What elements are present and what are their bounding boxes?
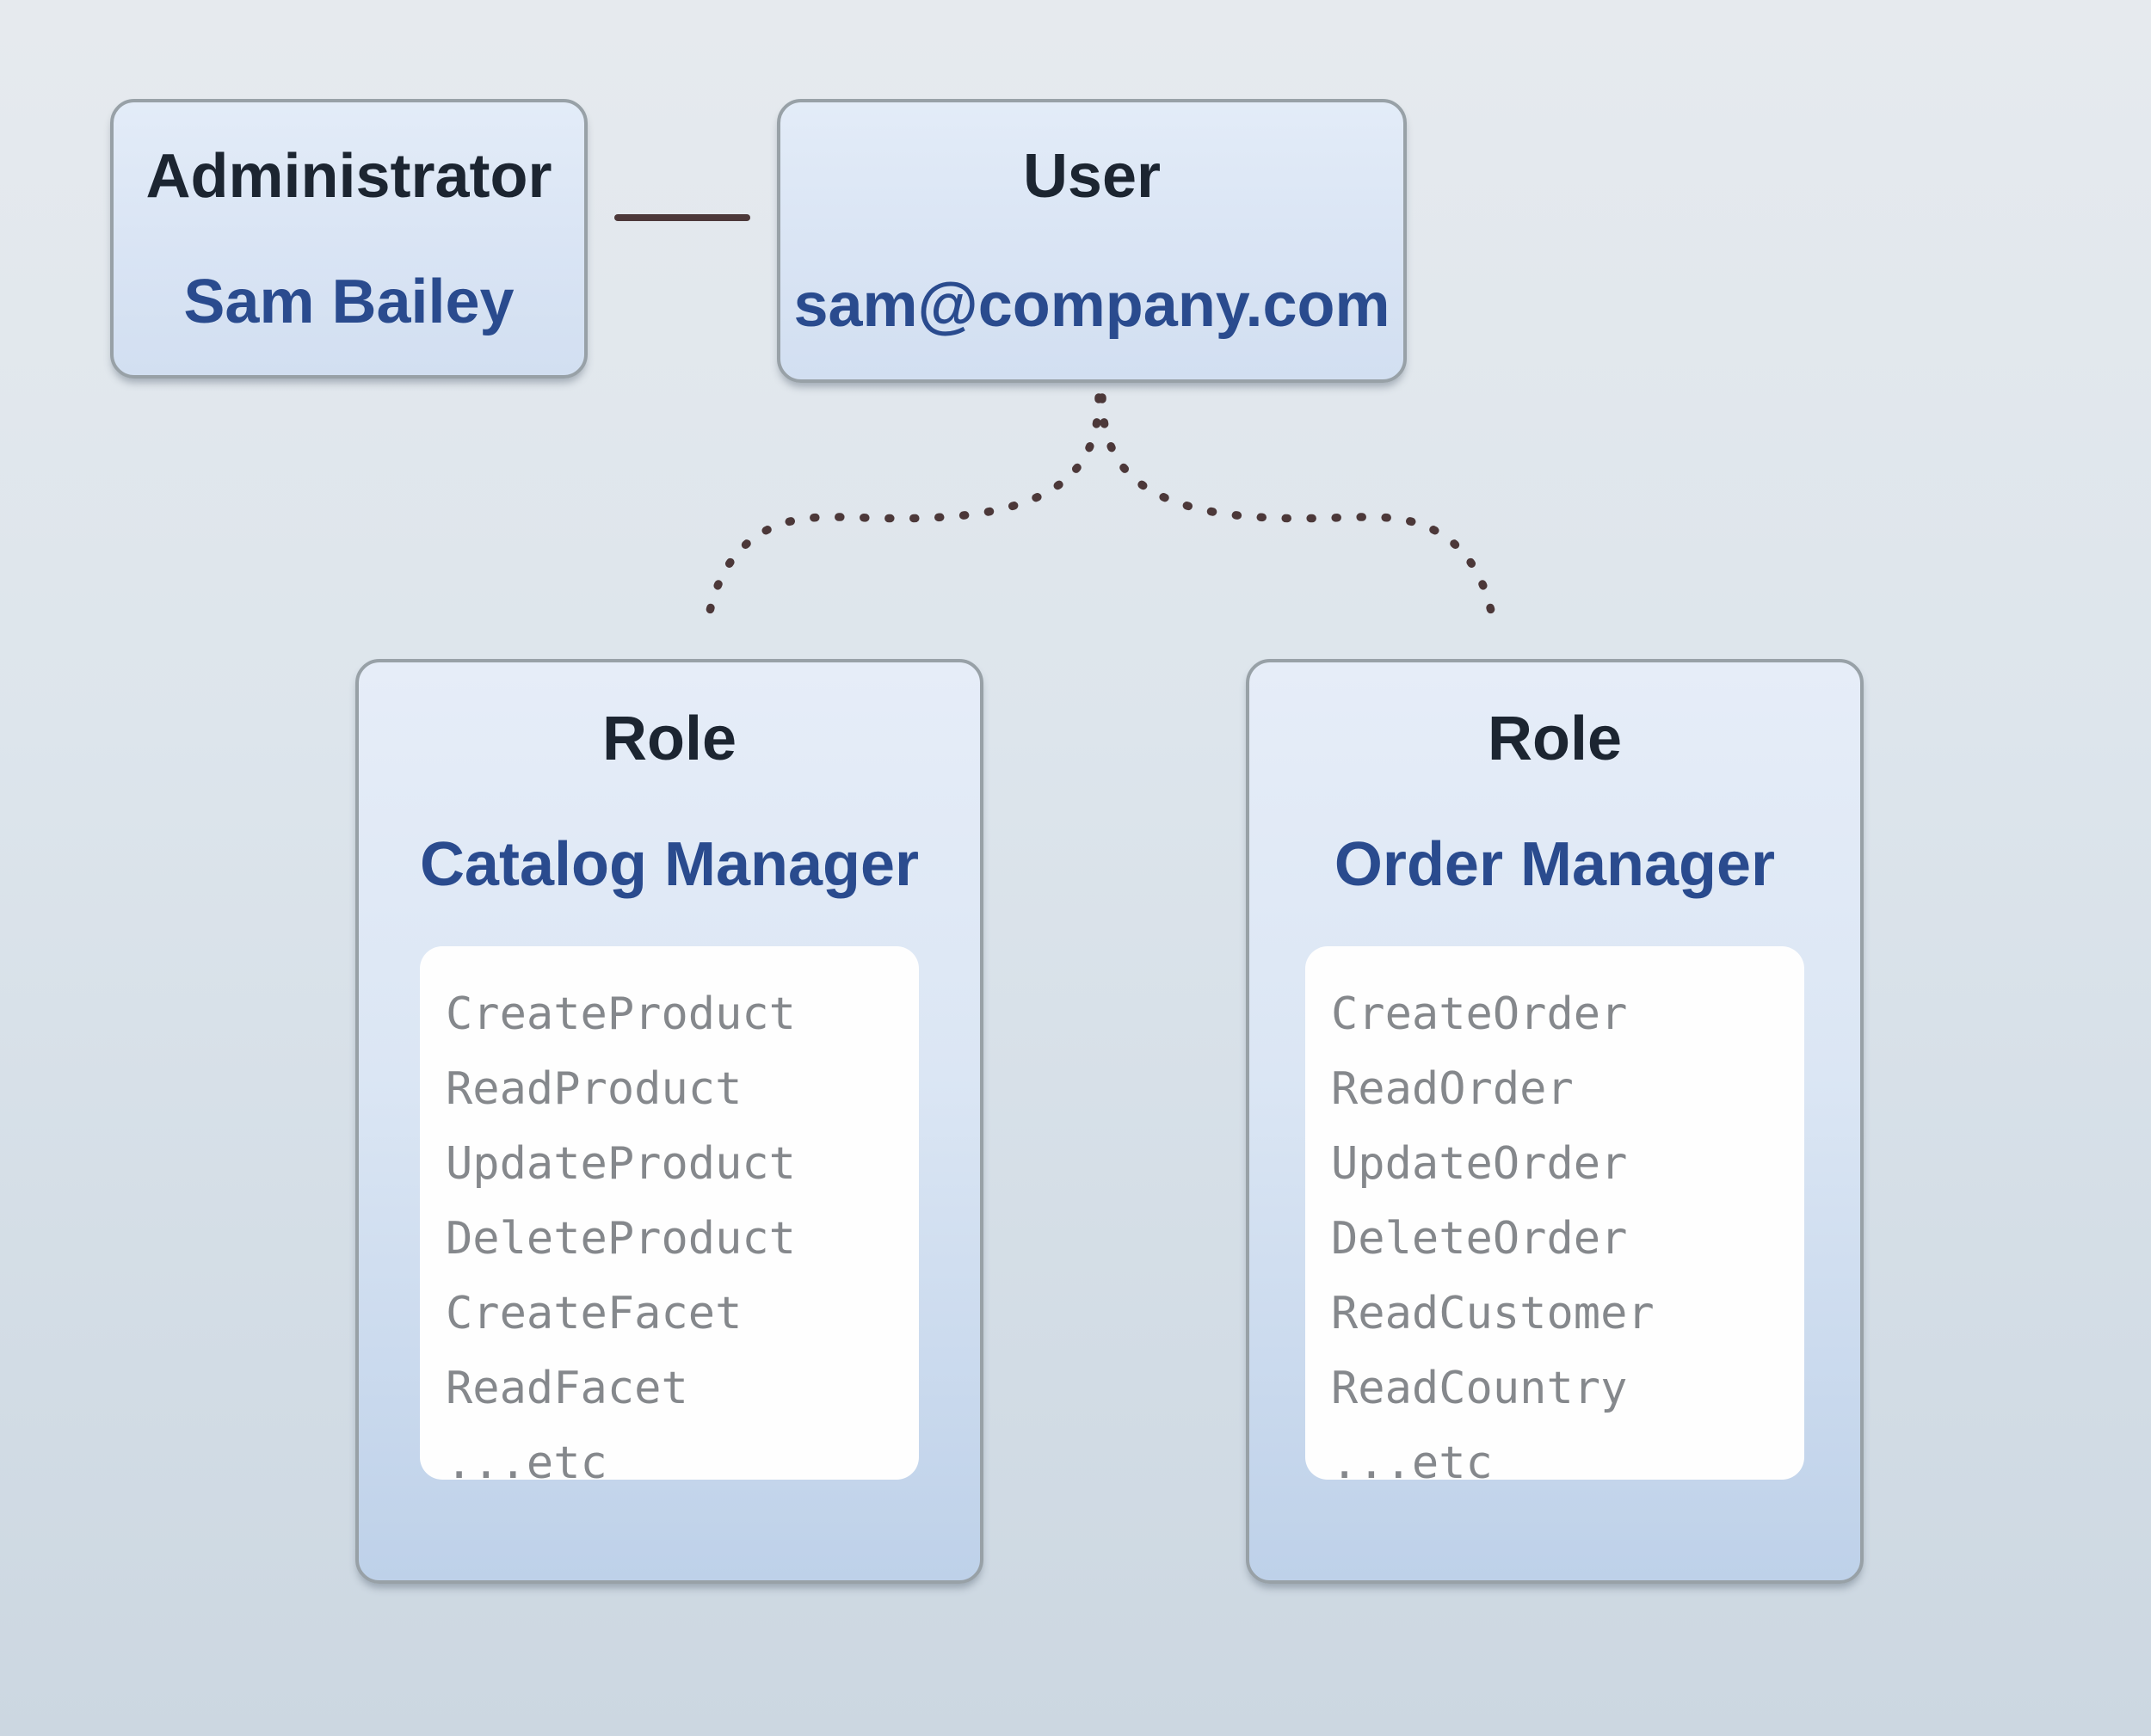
role-name-catalog-manager: Catalog Manager: [419, 830, 920, 899]
role-node-order-manager: Role Order Manager CreateOrder ReadOrder…: [1246, 659, 1864, 1584]
role-title: Role: [601, 705, 737, 773]
admin-user-connector-line: [614, 214, 750, 221]
administrator-name: Sam Bailey: [183, 268, 515, 336]
permission-item: ReadOrder: [1331, 1063, 1574, 1115]
dotted-connector-right: [1098, 393, 1498, 629]
permission-item: CreateFacet: [446, 1288, 743, 1339]
dotted-connector-left: [703, 393, 1103, 629]
user-title: User: [1022, 142, 1162, 211]
permission-item: UpdateOrder: [1331, 1138, 1628, 1190]
administrator-title: Administrator: [145, 142, 552, 211]
permission-item: ReadFacet: [446, 1363, 688, 1414]
permission-item: UpdateProduct: [446, 1138, 796, 1190]
permission-item: ReadCustomer: [1331, 1288, 1655, 1339]
role-name-order-manager: Order Manager: [1334, 830, 1776, 899]
role-node-catalog-manager: Role Catalog Manager CreateProduct ReadP…: [355, 659, 983, 1584]
permission-item: CreateProduct: [446, 988, 796, 1040]
permissions-card-catalog: CreateProduct ReadProduct UpdateProduct …: [420, 946, 919, 1489]
permission-item: ReadCountry: [1331, 1363, 1628, 1414]
user-node: User sam@company.com: [777, 99, 1407, 383]
permission-item: DeleteProduct: [446, 1213, 796, 1265]
permission-item: ReadProduct: [446, 1063, 743, 1115]
role-title: Role: [1487, 705, 1623, 773]
permission-item: ...etc: [446, 1437, 607, 1489]
administrator-node: Administrator Sam Bailey: [110, 99, 588, 379]
user-email: sam@company.com: [793, 271, 1390, 340]
permission-item: ...etc: [1331, 1437, 1493, 1489]
permission-item: DeleteOrder: [1331, 1213, 1628, 1265]
permissions-card-order: CreateOrder ReadOrder UpdateOrder Delete…: [1305, 946, 1804, 1489]
permission-item: CreateOrder: [1331, 988, 1628, 1040]
